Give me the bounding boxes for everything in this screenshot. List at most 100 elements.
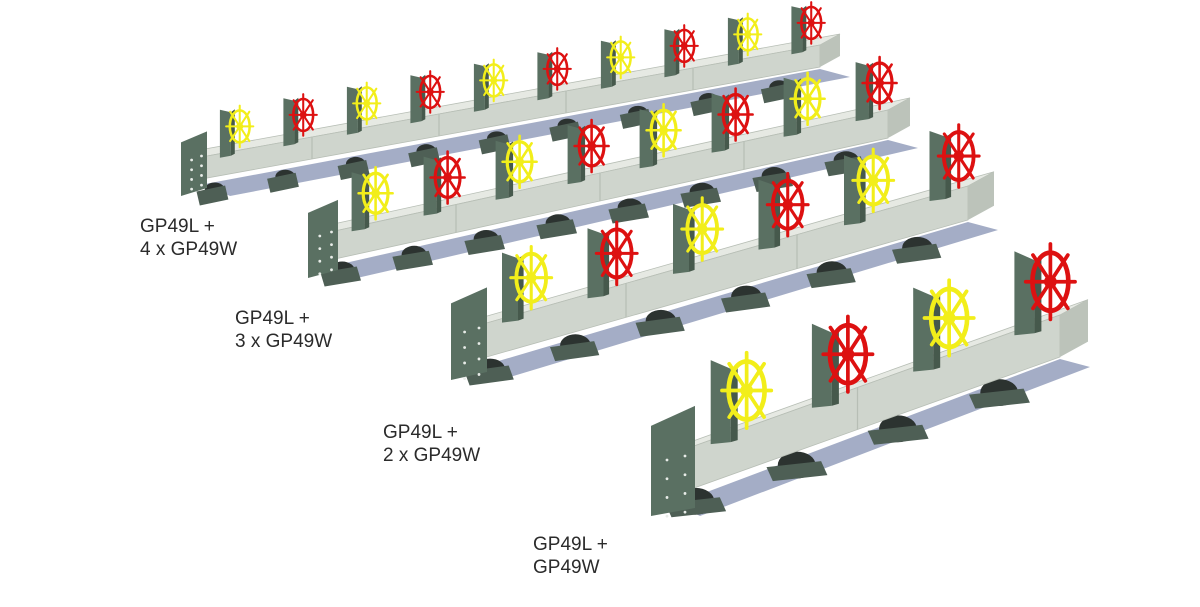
config-label-3-extensions: GP49L + 3 x GP49W [235, 307, 332, 353]
seat-back-post [351, 172, 365, 232]
seat-back-post [473, 63, 485, 112]
seat-post-edge [675, 28, 680, 76]
seat-back-post [913, 287, 934, 372]
springer-unit-gp49l-plus-gp49w [651, 242, 1090, 518]
config-label-line2: GP49W [533, 557, 600, 578]
seat-post-edge [357, 86, 362, 133]
seat-post-edge [603, 231, 610, 297]
bolt [318, 259, 322, 263]
yellow-steering-wheel [922, 278, 976, 358]
yellow-steering-wheel [645, 102, 682, 158]
config-label-2-extensions: GP49L + 2 x GP49W [383, 421, 480, 467]
springer-unit-gp49l-plus-4-gp49w [181, 1, 850, 206]
ground-base-plate [392, 250, 433, 271]
bolt [330, 255, 333, 259]
end-panel [651, 405, 695, 516]
yellow-steering-wheel [352, 81, 382, 126]
bolt [463, 346, 466, 349]
seat-back-post [495, 140, 509, 200]
yellow-steering-wheel [606, 35, 636, 80]
bolt [318, 247, 322, 251]
bolt [318, 234, 322, 238]
config-label-line2: 3 x GP49W [235, 331, 333, 352]
red-steering-wheel [542, 47, 572, 91]
seat-post-edge [580, 125, 586, 183]
config-label-line1: GP49L + [140, 216, 215, 237]
seat-back-post [587, 228, 604, 299]
config-label-line1: GP49L + [533, 534, 608, 555]
seat-back-post [844, 155, 860, 226]
seat-back-post [791, 6, 803, 55]
springer-unit-gp49l-plus-2-gp49w [451, 123, 998, 386]
red-steering-wheel [796, 1, 826, 45]
ground-base-plate [550, 341, 600, 362]
bolt [463, 361, 466, 365]
bolt [190, 158, 194, 162]
red-steering-wheel [594, 220, 639, 287]
seat-back-post [711, 93, 725, 153]
seat-post-edge [230, 109, 235, 156]
seat-post-edge [421, 74, 426, 122]
red-steering-wheel [1023, 242, 1077, 322]
ground-base-plate [337, 160, 370, 180]
seat-back-post [283, 98, 295, 147]
bolt [683, 473, 687, 477]
bolt [665, 514, 669, 518]
bolt [200, 154, 203, 158]
end-panel [451, 287, 487, 380]
bolt [463, 330, 466, 334]
bolt [665, 477, 669, 481]
config-label-line1: GP49L + [383, 422, 458, 443]
seat-back-post [929, 131, 946, 201]
seat-post-edge [945, 133, 952, 199]
bolt [463, 377, 466, 380]
ground-base-plate [892, 243, 942, 264]
ground-base-plate [536, 219, 577, 240]
red-steering-wheel [415, 70, 445, 114]
seat-post-edge [933, 293, 941, 370]
seat-post-edge [611, 40, 616, 87]
seat-post-edge [508, 141, 514, 198]
red-steering-wheel [573, 118, 610, 174]
bolt [683, 492, 687, 495]
bolt [330, 268, 333, 272]
yellow-steering-wheel [509, 244, 554, 311]
red-steering-wheel [669, 24, 699, 68]
bolt [665, 496, 669, 499]
beam-end-face [968, 171, 994, 220]
springer-unit-gp49l-plus-3-gp49w [308, 55, 918, 287]
seat-back-post [710, 360, 731, 445]
seat-post-edge [802, 5, 807, 53]
yellow-steering-wheel [479, 58, 509, 103]
seat-post-edge [294, 97, 299, 145]
ground-base-plate [464, 235, 505, 255]
seat-post-edge [796, 78, 802, 135]
yellow-steering-wheel [789, 71, 826, 127]
bolt [190, 187, 194, 191]
seat-post-edge [484, 63, 489, 110]
seat-back-post [410, 75, 422, 124]
yellow-steering-wheel [851, 147, 896, 214]
config-label-4-extensions: GP49L + 4 x GP49W [140, 215, 237, 261]
red-steering-wheel [765, 171, 810, 238]
red-steering-wheel [717, 87, 754, 142]
seat-post-edge [774, 182, 781, 248]
bolt [683, 510, 687, 514]
bolt [477, 373, 481, 376]
seat-back-post [567, 125, 581, 185]
yellow-steering-wheel [720, 350, 774, 431]
seat-post-edge [730, 365, 738, 443]
bolt [330, 243, 333, 247]
ground-base-plate [721, 292, 771, 313]
ground-base-plate [806, 268, 856, 289]
ground-base-plate [969, 388, 1030, 409]
config-label-line2: 4 x GP49W [140, 239, 238, 260]
seat-back-post [219, 109, 231, 158]
bolt [665, 458, 669, 462]
ground-base-plate [635, 316, 685, 337]
config-label-line2: 2 x GP49W [383, 445, 481, 466]
bolt [200, 174, 203, 177]
beam-end-face [888, 97, 910, 138]
bolt [190, 178, 194, 181]
